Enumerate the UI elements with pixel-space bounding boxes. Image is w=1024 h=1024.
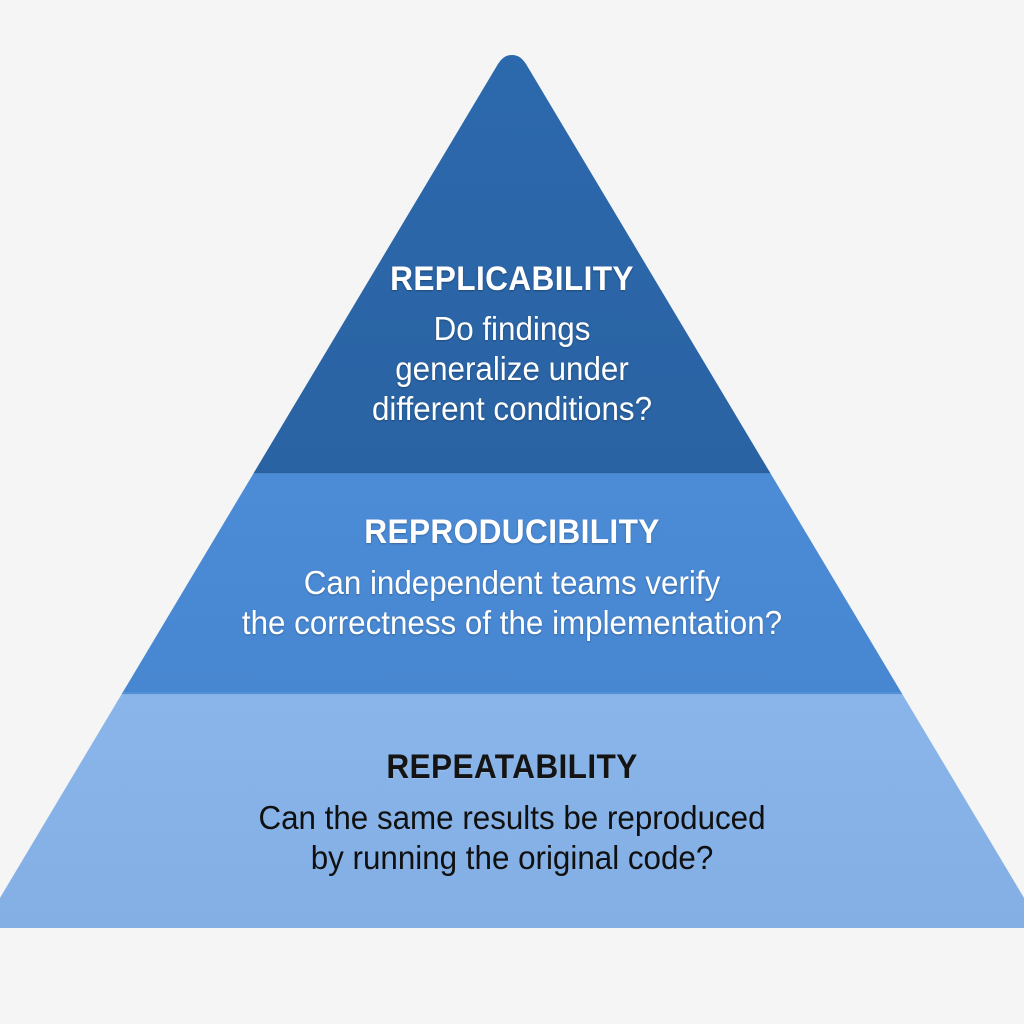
tier-reproducibility-description: Can independent teams verify the correct… bbox=[26, 563, 999, 644]
tier-divider-lower bbox=[0, 692, 1024, 695]
tier-reproducibility-description-line-2: the correctness of the implementation? bbox=[241, 603, 783, 641]
tier-replicability-description: Do findings generalize under different c… bbox=[26, 309, 999, 430]
pyramid-tier-reproducibility: REPRODUCIBILITY Can independent teams ve… bbox=[0, 515, 1024, 643]
tier-replicability-description-line-3: different conditions? bbox=[371, 390, 653, 428]
tier-replicability-description-line-1: Do findings bbox=[433, 309, 591, 347]
tier-repeatability-description-line-1: Can the same results be reproduced bbox=[258, 798, 766, 836]
pyramid-tier-replicability: REPLICABILITY Do findings generalize und… bbox=[0, 262, 1024, 429]
tier-replicability-description-line-2: generalize under bbox=[395, 349, 629, 387]
tier-reproducibility-title: REPRODUCIBILITY bbox=[364, 513, 660, 551]
pyramid-tier-repeatability-shape bbox=[0, 694, 1024, 928]
tier-divider-upper bbox=[0, 471, 1024, 474]
pyramid-tier-repeatability: REPEATABILITY Can the same results be re… bbox=[0, 750, 1024, 878]
tier-repeatability-title: REPEATABILITY bbox=[386, 748, 638, 786]
tier-repeatability-description-line-2: by running the original code? bbox=[310, 838, 714, 876]
tier-replicability-title: REPLICABILITY bbox=[390, 260, 634, 298]
tier-repeatability-description: Can the same results be reproduced by ru… bbox=[26, 798, 999, 879]
tier-reproducibility-description-line-1: Can independent teams verify bbox=[303, 563, 721, 601]
